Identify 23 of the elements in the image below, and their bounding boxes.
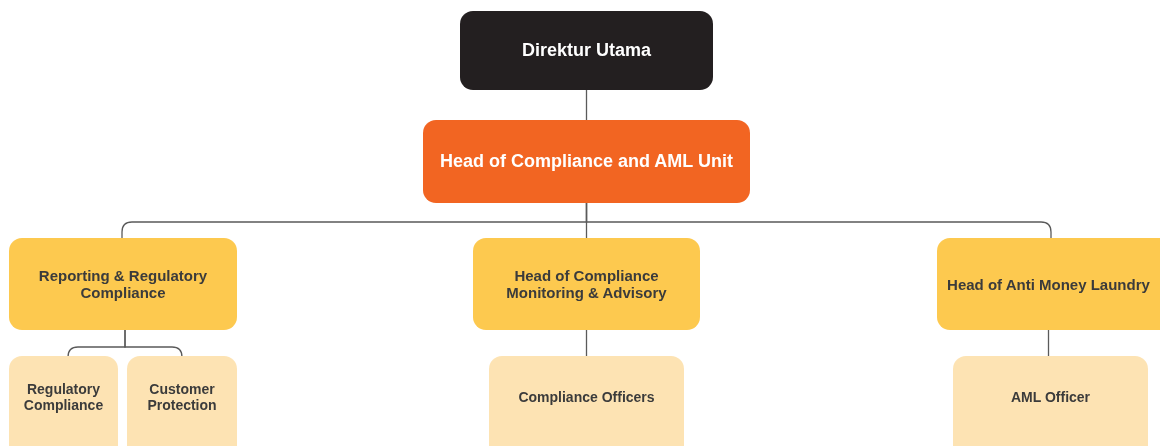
department-box <box>9 238 237 330</box>
box-title: Direktur Utama <box>521 40 651 61</box>
staff-box <box>127 356 237 446</box>
connector-line <box>585 329 588 357</box>
staff-box <box>953 356 1148 446</box>
box-title: Head of Compliance and AML Unit <box>440 151 733 172</box>
role-label: Customer Protection <box>146 381 218 413</box>
head-unit-box <box>423 120 750 203</box>
staff-box <box>489 356 684 446</box>
connector-line <box>1047 329 1050 357</box>
role-label: Reporting & Regulatory Compliance <box>37 267 209 301</box>
role-label: Head of Anti Money Laundry <box>947 275 1150 293</box>
department-box <box>937 238 1160 330</box>
connector-line <box>585 89 588 121</box>
role-label: Regulatory Compliance <box>22 381 105 413</box>
connector-line <box>585 202 1052 239</box>
role-label: Head of Compliance Monitoring & Advisory <box>505 267 668 301</box>
department-box <box>473 238 700 330</box>
role-label: AML Officer <box>1010 389 1091 405</box>
staff-box <box>9 356 118 446</box>
director-box <box>460 11 713 90</box>
connector-line <box>124 329 183 358</box>
role-label: Compliance Officers <box>518 389 655 405</box>
